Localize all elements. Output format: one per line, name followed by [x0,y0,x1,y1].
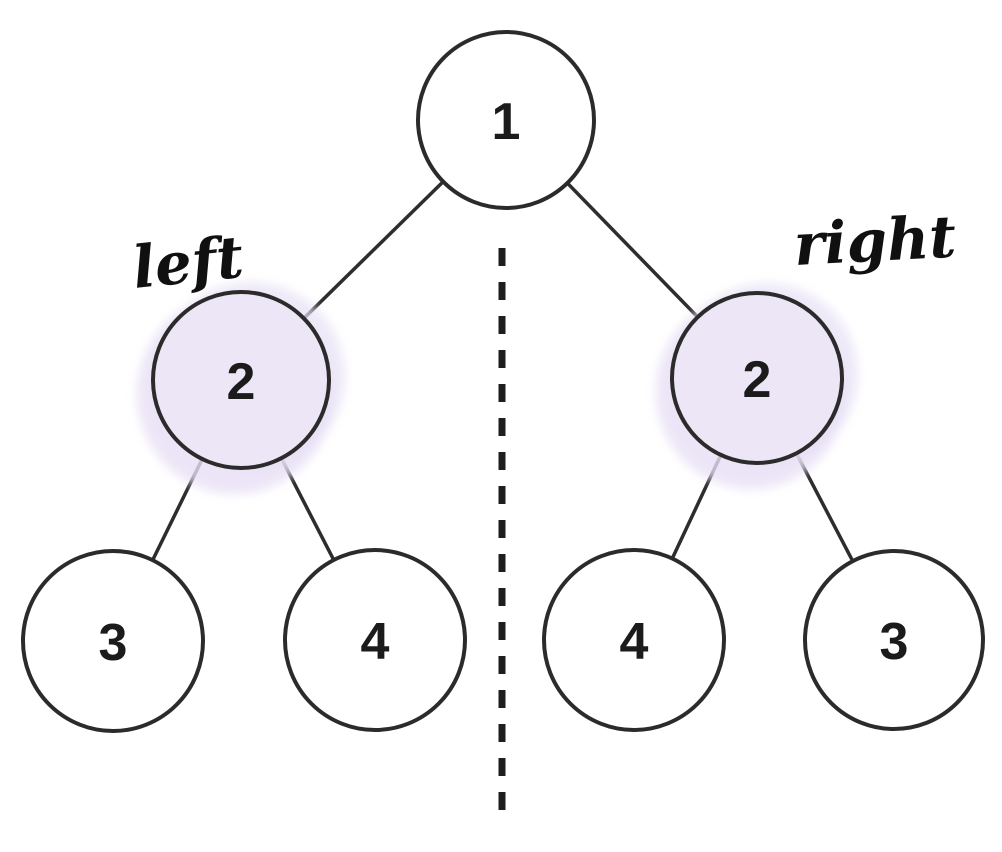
node-value-right-2: 2 [743,351,772,409]
tree-node-left-3: 3 [21,549,205,733]
tree-node-right-4: 4 [542,548,726,732]
tree-node-right-2: 2 [670,291,844,465]
node-value-left-4: 4 [361,613,390,671]
node-value-left-2: 2 [227,353,256,411]
node-circle-left-3 [21,549,205,733]
nodes-layer: 1 2 2 3 4 4 3 [21,30,985,733]
annotations-layer: left right [129,203,957,302]
node-circle-right-4 [542,548,726,732]
tree-node-left-2: 2 [151,290,331,470]
node-circle-right-3 [803,549,985,731]
node-circle-right-2 [670,291,844,465]
tree-node-root: 1 [416,30,596,210]
tree-node-right-3: 3 [803,549,985,731]
node-circle-root [416,30,596,210]
node-circle-left-2 [151,290,331,470]
node-circle-left-4 [283,548,467,732]
node-value-left-3: 3 [99,614,128,672]
node-value-root: 1 [492,93,521,151]
right-label: right [792,203,958,279]
left-label: left [129,223,246,302]
node-value-right-3: 3 [880,613,909,671]
node-value-right-4: 4 [620,613,649,671]
tree-node-left-4: 4 [283,548,467,732]
